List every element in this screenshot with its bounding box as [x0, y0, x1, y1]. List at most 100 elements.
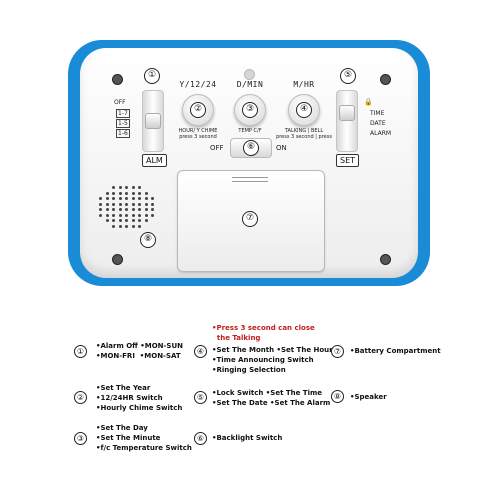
speaker-hole: [131, 224, 135, 228]
speaker-hole: [131, 191, 135, 195]
set-switch-knob[interactable]: [339, 105, 355, 121]
speaker-hole: [138, 186, 141, 189]
speaker-hole: [131, 186, 135, 189]
speaker-hole: [105, 213, 109, 217]
speaker-hole: [112, 186, 115, 189]
speaker-hole: [151, 208, 154, 211]
speaker-hole: [118, 224, 122, 228]
speaker-hole: [131, 197, 135, 200]
callout-5: ⑤: [340, 68, 356, 84]
speaker-hole: [125, 219, 128, 222]
alarm-option-off: OFF: [114, 99, 126, 106]
speaker-hole: [138, 197, 141, 200]
speaker-hole: [112, 202, 115, 206]
speaker-hole: [131, 202, 135, 206]
screw-bottom-right: [380, 254, 391, 265]
day-min-button[interactable]: ③: [234, 94, 266, 126]
speaker-hole: [99, 213, 102, 217]
speaker-hole: [131, 213, 135, 217]
legend-text-2: •Set The Year •12/24HR Switch •Hourly Ch…: [96, 384, 183, 412]
speaker-hole: [151, 213, 154, 217]
speaker-hole: [144, 219, 148, 222]
speaker-hole: [125, 213, 128, 217]
button-3-label: D/MIN: [236, 80, 264, 89]
set-tag: SET: [336, 154, 360, 167]
set-option-date: DATE: [370, 120, 386, 127]
speaker-hole: [112, 224, 115, 228]
speaker-hole: [99, 202, 102, 206]
legend-num-5: ⑤: [194, 391, 207, 404]
speaker-hole: [144, 191, 148, 195]
alarm-switch-knob[interactable]: [145, 113, 161, 129]
legend-num-8: ⑧: [331, 390, 344, 403]
legend-text-7: •Battery Compartment: [350, 347, 441, 355]
button-4-sublabel2: press 3 second | press: [276, 134, 332, 140]
alarm-mode-switch[interactable]: [142, 90, 164, 152]
speaker-hole: [125, 202, 128, 206]
battery-compartment[interactable]: ⑦: [177, 170, 325, 272]
speaker-hole: [112, 191, 115, 195]
callout-4: ④: [296, 102, 312, 118]
speaker-hole: [118, 219, 122, 222]
callout-2: ②: [190, 102, 206, 118]
button-4-sublabel: TALKING | BELL: [284, 128, 324, 134]
speaker-hole: [138, 213, 141, 217]
alarm-option-1-5: 1-5: [116, 119, 130, 128]
callout-6: ⑥: [243, 140, 259, 156]
backlight-on-label: ON: [276, 144, 287, 152]
speaker-hole: [138, 224, 141, 228]
set-mode-switch[interactable]: [336, 90, 358, 152]
speaker-hole: [105, 197, 109, 200]
backlight-switch[interactable]: ⑥: [230, 138, 272, 158]
battery-latch: [232, 177, 268, 182]
legend-text-1: •Alarm Off •MON-SUN •MON-FRI •MON-SAT: [96, 342, 183, 360]
set-option-time: TIME: [370, 110, 385, 117]
speaker-hole: [131, 208, 135, 211]
speaker-hole: [99, 197, 102, 200]
lock-icon: 🔒: [364, 98, 373, 106]
speaker-hole: [125, 208, 128, 211]
speaker-hole: [99, 208, 102, 211]
speaker-grille: [99, 186, 159, 230]
speaker-hole: [118, 191, 122, 195]
speaker-hole: [138, 208, 141, 211]
speaker-hole: [125, 191, 128, 195]
speaker-hole: [105, 191, 109, 195]
speaker-hole: [151, 197, 154, 200]
alarm-option-1-7: 1-7: [116, 109, 130, 118]
legend-num-7: ⑦: [331, 345, 344, 358]
speaker-hole: [112, 208, 115, 211]
speaker-hole: [125, 186, 128, 189]
speaker-hole: [118, 186, 122, 189]
speaker-hole: [144, 202, 148, 206]
speaker-hole: [105, 208, 109, 211]
speaker-hole: [138, 219, 141, 222]
legend-num-1: ①: [74, 345, 87, 358]
legend-text-4: •Set The Month •Set The Hour •Time Annou…: [212, 346, 333, 374]
legend-num-3: ③: [74, 432, 87, 445]
button-2-sublabel: HOUR/ Y CHIME: [178, 128, 218, 134]
speaker-hole: [118, 208, 122, 211]
speaker-hole: [151, 202, 154, 206]
legend-text-6: •Backlight Switch: [212, 434, 283, 442]
speaker-hole: [125, 197, 128, 200]
legend-num-4: ④: [194, 345, 207, 358]
speaker-hole: [131, 219, 135, 222]
legend-num-2: ②: [74, 391, 87, 404]
legend-num-6: ⑥: [194, 432, 207, 445]
button-4-label: M/HR: [293, 80, 315, 89]
button-3-sublabel: TEMP C/F: [238, 128, 262, 134]
speaker-hole: [125, 224, 128, 228]
legend-text-3: •Set The Day •Set The Minute •f/c Temper…: [96, 424, 192, 452]
speaker-hole: [105, 202, 109, 206]
alarm-option-1-6: 1-6: [116, 129, 130, 138]
callout-7: ⑦: [242, 211, 258, 227]
screw-bottom-left: [112, 254, 123, 265]
month-hour-button[interactable]: ④: [288, 94, 320, 126]
speaker-hole: [144, 213, 148, 217]
speaker-hole: [112, 219, 115, 222]
speaker-hole: [118, 197, 122, 200]
year-12-24-button[interactable]: ②: [182, 94, 214, 126]
speaker-hole: [144, 197, 148, 200]
legend-note-4: •Press 3 second can close the Talking: [212, 324, 315, 342]
